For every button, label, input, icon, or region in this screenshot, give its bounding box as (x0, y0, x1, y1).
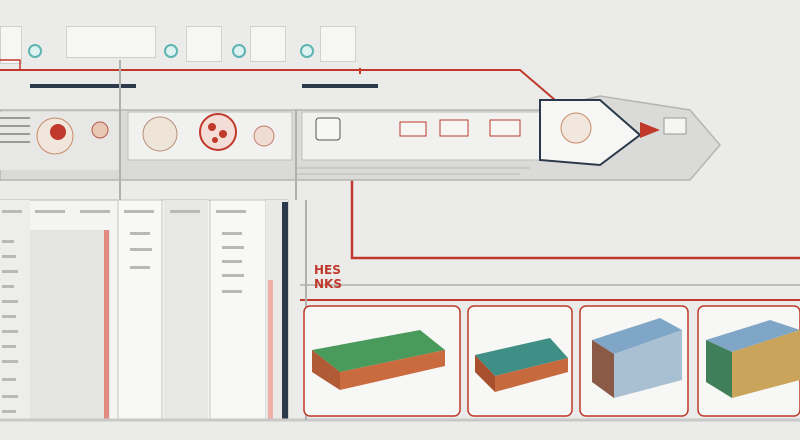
node-icon (28, 44, 42, 58)
thumbnail-panel (66, 26, 156, 58)
section-label-upper: HES (314, 263, 341, 277)
node-icon (232, 44, 246, 58)
thumbnail-panel (0, 26, 22, 64)
thumbnail-panel (186, 26, 222, 62)
node-icon (300, 44, 314, 58)
thumbnail-panel (250, 26, 286, 62)
node-icon (164, 44, 178, 58)
section-label-lower: NKS (314, 277, 342, 291)
thumbnail-panel (320, 26, 356, 62)
